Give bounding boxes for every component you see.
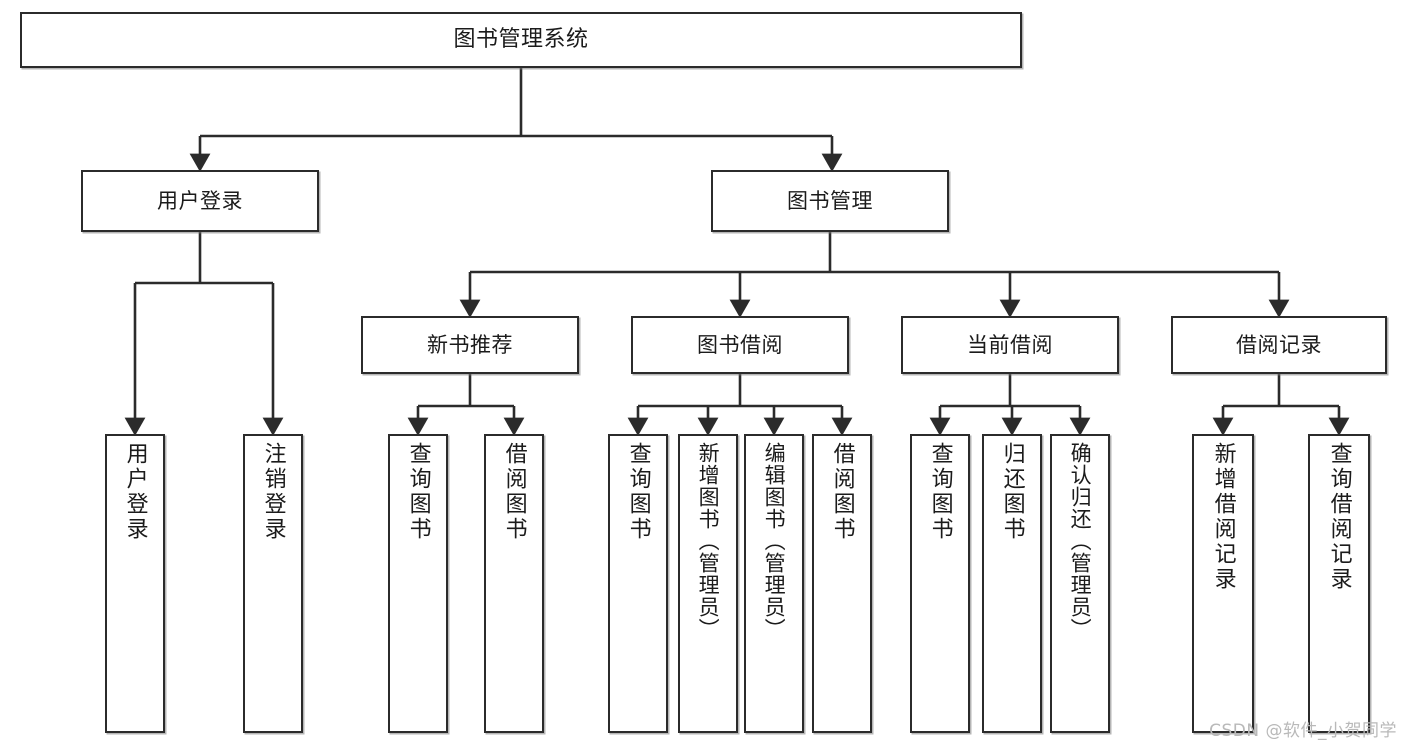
node-label: 注销登录 bbox=[260, 442, 286, 542]
node-label: 编辑图书（管理员） bbox=[762, 442, 787, 640]
node-label: 查询图书 bbox=[405, 442, 431, 542]
node-borrow_record: 借阅记录 bbox=[1171, 316, 1387, 374]
node-leaf_user_login: 用户登录 bbox=[105, 434, 165, 733]
node-label: 确认归还（管理员） bbox=[1068, 442, 1093, 640]
node-label: 借阅图书 bbox=[829, 442, 855, 542]
node-leaf_edit_book_admin: 编辑图书（管理员） bbox=[744, 434, 804, 733]
node-label: 新增借阅记录 bbox=[1210, 442, 1236, 592]
node-leaf_return_book: 归还图书 bbox=[982, 434, 1042, 733]
node-book_borrow: 图书借阅 bbox=[631, 316, 849, 374]
node-label: 归还图书 bbox=[999, 442, 1025, 542]
node-leaf_user_logout: 注销登录 bbox=[243, 434, 303, 733]
node-new_book_rec: 新书推荐 bbox=[361, 316, 579, 374]
node-leaf_query_book_1: 查询图书 bbox=[388, 434, 448, 733]
node-leaf_confirm_return_admin: 确认归还（管理员） bbox=[1050, 434, 1110, 733]
node-user_login: 用户登录 bbox=[81, 170, 319, 232]
node-label: 借阅图书 bbox=[501, 442, 527, 542]
node-leaf_borrow_book_2: 借阅图书 bbox=[812, 434, 872, 733]
node-leaf_query_borrow_record: 查询借阅记录 bbox=[1308, 434, 1370, 733]
node-book_manage: 图书管理 bbox=[711, 170, 949, 232]
node-label: 新增图书（管理员） bbox=[696, 442, 721, 640]
watermark: CSDN @软件_小贺同学 bbox=[1209, 721, 1397, 741]
node-label: 借阅记录 bbox=[1236, 332, 1322, 357]
node-label: 当前借阅 bbox=[967, 332, 1053, 357]
node-label: 查询图书 bbox=[927, 442, 953, 542]
node-label: 用户登录 bbox=[157, 188, 243, 213]
node-root: 图书管理系统 bbox=[20, 12, 1022, 68]
node-leaf_add_borrow_record: 新增借阅记录 bbox=[1192, 434, 1254, 733]
node-label: 查询图书 bbox=[625, 442, 651, 542]
node-label: 查询借阅记录 bbox=[1326, 442, 1352, 592]
node-label: 图书管理 bbox=[787, 188, 873, 213]
node-label: 图书借阅 bbox=[697, 332, 783, 357]
node-leaf_query_book_3: 查询图书 bbox=[910, 434, 970, 733]
node-label: 图书管理系统 bbox=[453, 27, 589, 53]
node-label: 用户登录 bbox=[122, 442, 148, 542]
node-leaf_borrow_book_1: 借阅图书 bbox=[484, 434, 544, 733]
node-leaf_query_book_2: 查询图书 bbox=[608, 434, 668, 733]
node-leaf_add_book_admin: 新增图书（管理员） bbox=[678, 434, 738, 733]
node-current_borrow: 当前借阅 bbox=[901, 316, 1119, 374]
node-label: 新书推荐 bbox=[427, 332, 513, 357]
